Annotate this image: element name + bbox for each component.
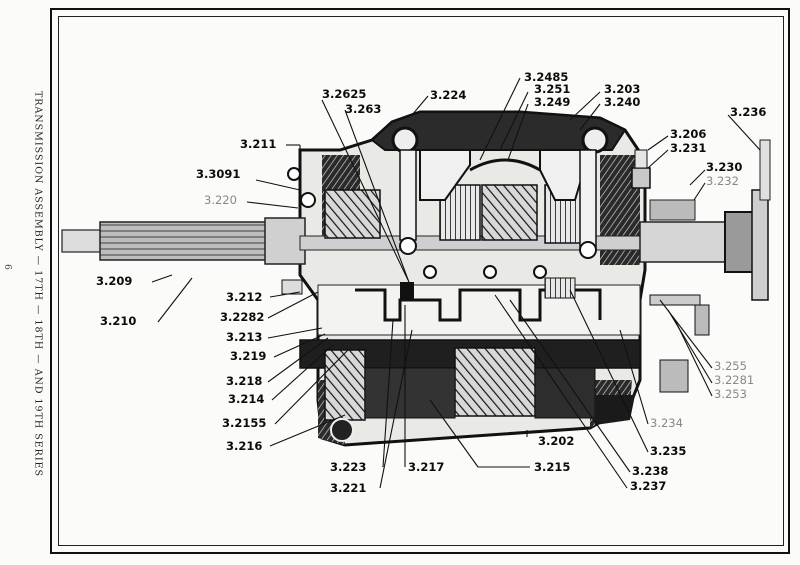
callout-3-253: 3.253 (714, 387, 747, 401)
callout-3-231: 3.231 (670, 141, 707, 155)
input-shaft (61, 217, 641, 265)
callout-3-223: 3.223 (330, 460, 367, 474)
callout-3-210: 3.210 (100, 314, 137, 328)
callout-3-236: 3.236 (730, 105, 767, 119)
callout-3-202: 3.202 (538, 434, 575, 448)
callout-3-212: 3.212 (226, 290, 263, 304)
callout-3-217: 3.217 (408, 460, 445, 474)
callout-3-235: 3.235 (650, 444, 687, 458)
callout-3-232: 3.232 (706, 174, 739, 188)
callout-3-209: 3.209 (96, 274, 133, 288)
callout-3-2281: 3.2281 (714, 373, 755, 387)
callout-3-216: 3.216 (226, 439, 263, 453)
synchro-area (355, 265, 602, 322)
callout-3-211: 3.211 (240, 137, 277, 151)
leader-lines (151, 77, 761, 489)
callout-3-237: 3.237 (630, 479, 667, 493)
callout-3-240: 3.240 (604, 95, 641, 109)
callout-3-230: 3.230 (706, 160, 743, 174)
fasteners (281, 149, 710, 393)
callout-3-224: 3.224 (430, 88, 467, 102)
callout-3-206: 3.206 (670, 127, 707, 141)
callout-3-220: 3.220 (204, 193, 237, 207)
callout-3-2155: 3.2155 (222, 416, 267, 430)
callout-3-221: 3.221 (330, 481, 367, 495)
outer-border (50, 8, 790, 554)
callout-3-2485: 3.2485 (524, 70, 569, 84)
shift-forks (399, 149, 597, 259)
callout-3-238: 3.238 (632, 464, 669, 478)
callout-3-2282: 3.2282 (220, 310, 265, 324)
callout-3-3091: 3.3091 (196, 167, 241, 181)
cluster-gear (299, 339, 641, 442)
callout-3-251: 3.251 (534, 82, 571, 96)
callout-3-234: 3.234 (650, 416, 683, 430)
callout-3-214: 3.214 (228, 392, 265, 406)
callout-3-215: 3.215 (534, 460, 571, 474)
callout-3-219: 3.219 (230, 349, 267, 363)
callout-3-213: 3.213 (226, 330, 263, 344)
inner-border (58, 16, 784, 546)
callout-3-263: 3.263 (345, 102, 382, 116)
callout-3-203: 3.203 (604, 82, 641, 96)
callout-3-255: 3.255 (714, 359, 747, 373)
callout-3-2625: 3.2625 (322, 87, 367, 101)
output-shaft (639, 139, 771, 301)
callout-3-249: 3.249 (534, 95, 571, 109)
callout-3-218: 3.218 (226, 374, 263, 388)
